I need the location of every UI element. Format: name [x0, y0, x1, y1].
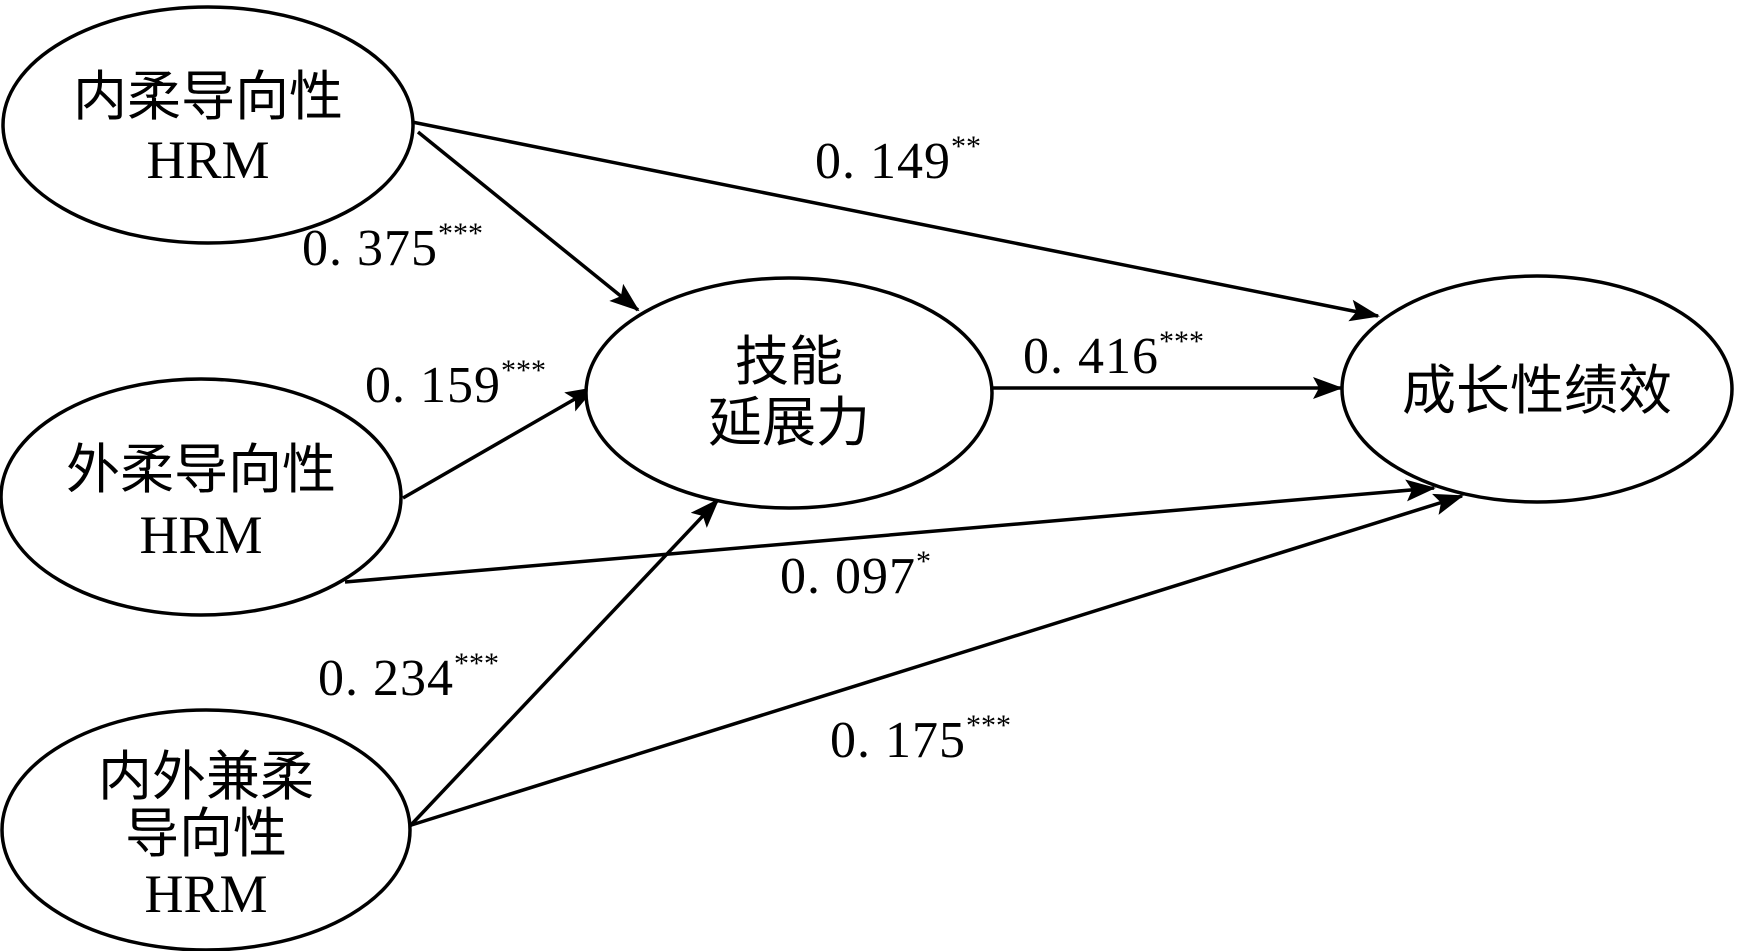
- node-outer-hrm-line-1: 外柔导向性: [66, 438, 336, 501]
- node-inner-hrm-line-1: 内柔导向性: [73, 65, 343, 128]
- edge-inner-to-skill: [416, 130, 640, 312]
- node-both-hrm-line-3: HRM: [144, 864, 267, 924]
- node-outer-hrm-line-2: HRM: [139, 505, 262, 565]
- node-both-hrm-line-1: 内外兼柔: [98, 745, 314, 808]
- coef-inner-to-skill-sig: ***: [438, 217, 483, 250]
- coef-both-to-skill-sig: ***: [454, 647, 499, 680]
- coef-skill-to-growth-sig: ***: [1159, 325, 1204, 358]
- node-skill-line-2: 延展力: [708, 391, 870, 454]
- edge-inner-to-growth: [411, 120, 1380, 322]
- edge-both-to-skill: [408, 498, 720, 828]
- edge-both-to-growth: [404, 493, 1464, 829]
- coef-inner-to-growth: 0. 149**: [815, 130, 981, 190]
- node-skill-line-1: 技能: [735, 330, 843, 393]
- node-growth-line-1: 成长性绩效: [1402, 359, 1672, 422]
- node-skill: 技能 延展力: [584, 276, 994, 510]
- edge-outer-to-skill: [402, 386, 596, 500]
- coef-skill-to-growth: 0. 416***: [1023, 325, 1204, 385]
- coef-skill-to-growth-value: 0. 416: [1023, 328, 1159, 385]
- node-growth: 成长性绩效: [1340, 274, 1734, 504]
- coef-both-to-skill-value: 0. 234: [318, 650, 454, 707]
- coef-outer-to-growth-value: 0. 097: [780, 548, 916, 605]
- node-inner-hrm-line-2: HRM: [146, 130, 269, 190]
- coef-outer-to-skill: 0. 159***: [365, 354, 546, 414]
- coef-inner-to-growth-value: 0. 149: [815, 133, 951, 190]
- coef-inner-to-skill: 0. 375***: [302, 217, 483, 277]
- coef-both-to-growth-value: 0. 175: [830, 712, 966, 769]
- node-both-hrm: 内外兼柔 导向性 HRM: [0, 708, 412, 951]
- coef-inner-to-skill-value: 0. 375: [302, 220, 438, 277]
- coef-outer-to-growth-sig: *: [916, 545, 931, 578]
- coef-outer-to-skill-value: 0. 159: [365, 357, 501, 414]
- coef-both-to-growth-sig: ***: [966, 709, 1011, 742]
- coef-outer-to-growth: 0. 097*: [780, 545, 931, 605]
- coef-outer-to-skill-sig: ***: [501, 354, 546, 387]
- node-inner-hrm: 内柔导向性 HRM: [1, 5, 415, 245]
- node-outer-hrm: 外柔导向性 HRM: [0, 377, 403, 617]
- edge-outer-to-growth: [344, 479, 1436, 584]
- coef-both-to-skill: 0. 234***: [318, 647, 499, 707]
- coef-both-to-growth: 0. 175***: [830, 709, 1011, 769]
- coef-inner-to-growth-sig: **: [951, 130, 981, 163]
- node-both-hrm-line-2: 导向性: [125, 802, 287, 865]
